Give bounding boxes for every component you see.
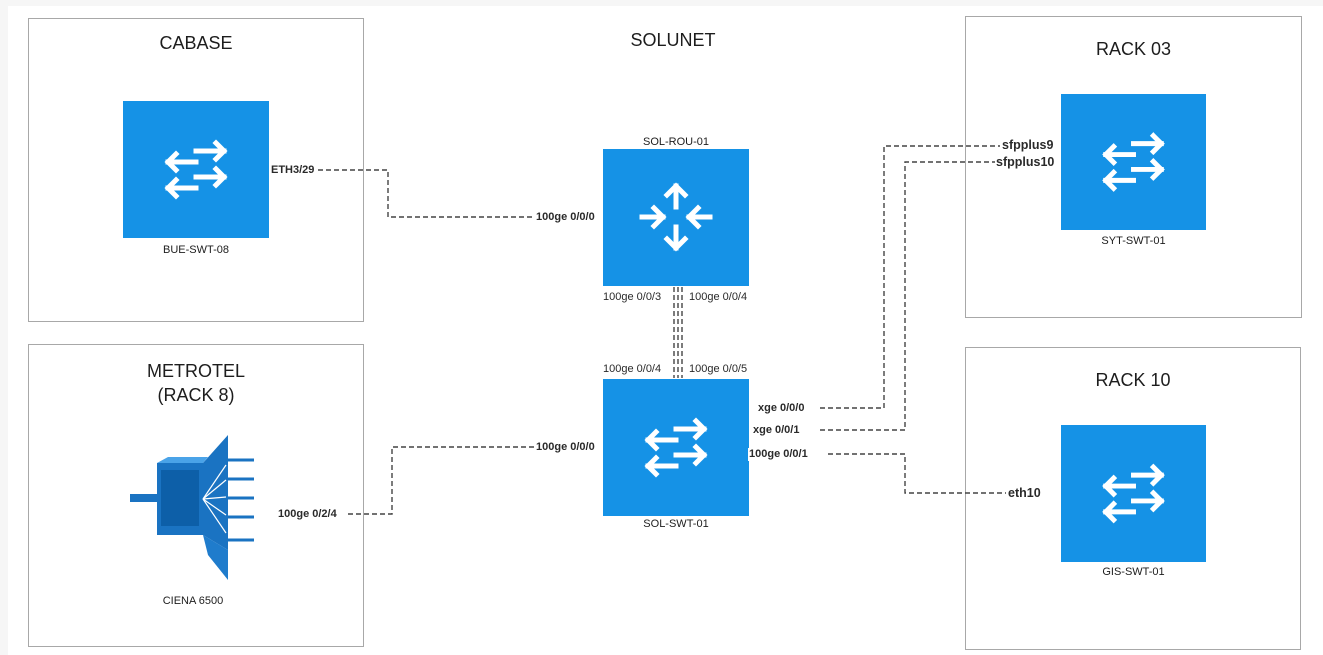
switch-syt-swt-01[interactable] — [1061, 94, 1206, 230]
label-bue-swt-08: BUE-SWT-08 — [162, 244, 229, 256]
port-rou-100ge-0-0-3: 100ge 0/0/3 — [603, 291, 662, 303]
port-syt-sfpplus10: sfpplus10 — [995, 155, 1056, 169]
port-swt-100ge-0-0-4: 100ge 0/0/4 — [603, 363, 662, 375]
port-ciena-100ge-0-2-4: 100ge 0/2/4 — [277, 508, 338, 521]
router-arrows-icon — [639, 182, 713, 252]
port-swt-100ge-0-0-0: 100ge 0/0/0 — [535, 441, 596, 454]
label-sol-swt-01: SOL-SWT-01 — [643, 518, 709, 530]
link-ciena-swt — [348, 446, 537, 515]
optical-platform-icon[interactable] — [128, 425, 258, 585]
port-swt-100ge-0-0-5: 100ge 0/0/5 — [689, 363, 748, 375]
switch-bue-swt-08[interactable] — [123, 101, 269, 238]
port-swt-xge-0-0-0: xge 0/0/0 — [757, 402, 806, 415]
label-syt-swt-01: SYT-SWT-01 — [1101, 235, 1166, 247]
port-rou-100ge-0-0-4: 100ge 0/0/4 — [689, 291, 748, 303]
link-swt-syt-sfp10 — [820, 161, 997, 431]
group-title-rack10: RACK 10 — [1095, 370, 1171, 390]
switch-sol-swt-01[interactable] — [603, 379, 749, 516]
link-swt-gis — [828, 453, 1006, 494]
port-bue-eth3-29: ETH3/29 — [270, 164, 316, 177]
group-title-rack03: RACK 03 — [1095, 39, 1172, 59]
port-gis-eth10: eth10 — [1007, 486, 1042, 500]
switch-gis-swt-01[interactable] — [1061, 425, 1206, 562]
router-sol-rou-01[interactable] — [603, 149, 749, 286]
link-swt-syt-sfp9 — [820, 145, 1000, 409]
switch-arrows-icon — [644, 417, 708, 478]
link-bue-rou — [318, 169, 537, 218]
label-sol-rou-01: SOL-ROU-01 — [642, 136, 710, 148]
label-gis-swt-01: GIS-SWT-01 — [1102, 566, 1165, 578]
switch-arrows-icon — [164, 139, 228, 200]
port-syt-sfpplus9: sfpplus9 — [1001, 138, 1055, 152]
group-subtitle-metrotel: (RACK 8) — [157, 385, 235, 405]
diagram-title: SOLUNET — [630, 30, 716, 50]
label-ciena-6500: CIENA 6500 — [162, 595, 224, 607]
port-swt-xge-0-0-1: xge 0/0/1 — [752, 424, 801, 437]
port-rou-100ge-0-0-0: 100ge 0/0/0 — [535, 211, 596, 224]
switch-arrows-icon — [1102, 132, 1165, 192]
group-title-metrotel: METROTEL — [146, 361, 245, 381]
group-metrotel[interactable]: METROTEL (RACK 8) — [28, 344, 364, 647]
group-title-cabase: CABASE — [159, 33, 233, 53]
switch-arrows-icon — [1102, 463, 1165, 524]
port-swt-100ge-0-0-1: 100ge 0/0/1 — [748, 448, 809, 461]
